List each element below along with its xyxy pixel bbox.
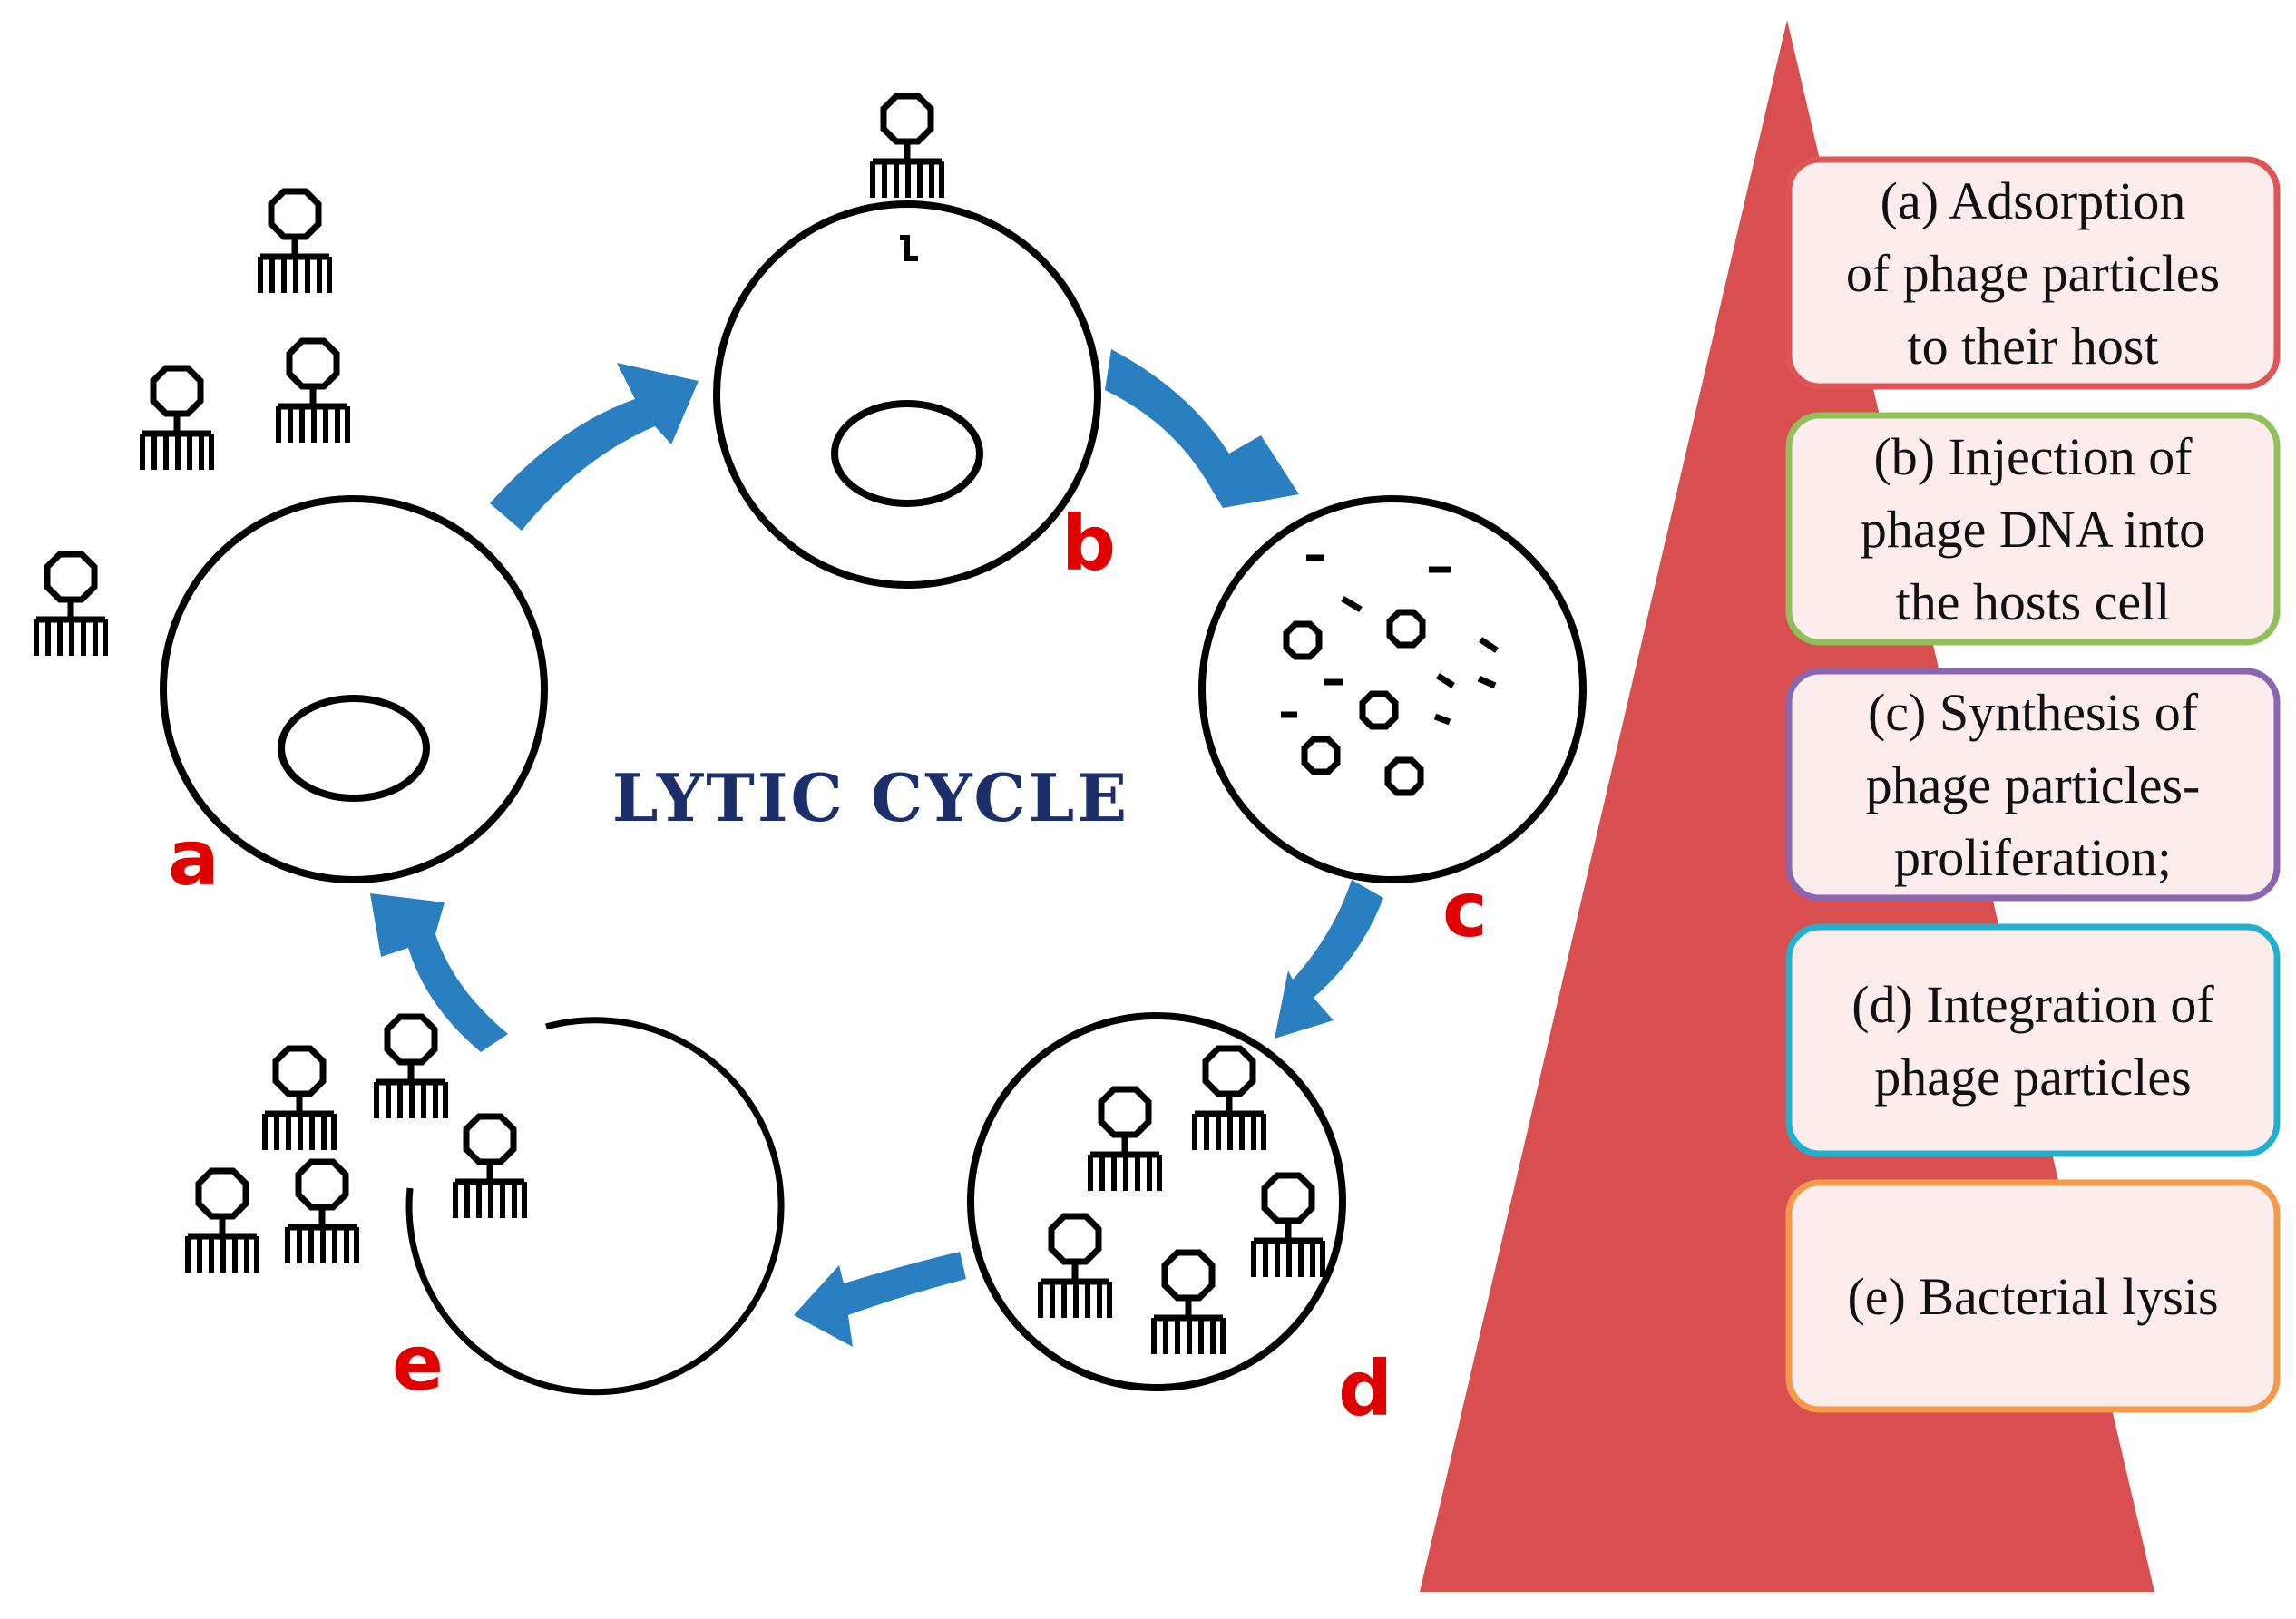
arrow-a-to-b-icon — [490, 363, 699, 531]
legend-box — [1785, 668, 2281, 902]
legend-text-line: phage particles — [1874, 1048, 2191, 1107]
bacteriophage-icon — [376, 1017, 445, 1118]
bacteriophage-icon — [265, 1048, 334, 1150]
legend-item-a: (a) Adsorption of phage particles to their… — [1785, 156, 2281, 390]
stage-label-a: a — [168, 814, 220, 902]
bacteriophage-icon — [142, 368, 211, 470]
bacterial-cell-icon — [967, 1012, 1346, 1391]
legend-text-line: of phage particles — [1846, 244, 2220, 303]
stage-label-b: b — [1061, 499, 1116, 588]
legend-text-line: proliferation; — [1894, 828, 2172, 887]
legend-text-line: the hosts cell — [1896, 572, 2171, 631]
bacteriophage-icon — [873, 96, 942, 198]
legend-item-d: (d) Integration of phage particles — [1785, 923, 2281, 1157]
legend-text-line: phage DNA into — [1861, 500, 2205, 559]
bacterial-cell-icon — [1198, 495, 1587, 883]
phage-parts-icon — [1281, 554, 1499, 796]
bacteriophage-icon — [36, 554, 105, 656]
phage-dna-icon — [900, 235, 918, 261]
lysed-cell-icon — [405, 1017, 785, 1396]
arrow-e-to-a-icon — [370, 893, 508, 1052]
bacterial-cell-icon — [713, 200, 1101, 589]
legend-box — [1785, 412, 2281, 646]
stage-e: e — [188, 1017, 785, 1408]
bacteriophage-icon — [455, 1117, 524, 1218]
legend-item-c: (c) Synthesis of phage particles-prolifer… — [1785, 668, 2281, 902]
stage-a: a — [36, 191, 548, 902]
cycle-title: LYTIC CYCLE — [612, 759, 1129, 836]
bacteriophage-icon — [1254, 1175, 1323, 1277]
arrow-d-to-e-icon — [794, 1252, 966, 1347]
bacteriophage-icon — [1195, 1048, 1264, 1150]
bacteriophage-icon — [1154, 1253, 1223, 1354]
legend-item-e: (e) Bacterial lysis — [1785, 1179, 2281, 1413]
legend: (a) Adsorption of phage particles to their… — [1785, 156, 2281, 1413]
legend-box — [1785, 923, 2281, 1157]
cycle-arrows — [370, 349, 1383, 1347]
bacteriophage-icon — [278, 341, 347, 443]
stage-label-d: d — [1338, 1344, 1392, 1433]
arrow-b-to-c-icon — [1105, 349, 1299, 508]
stage-b: b — [713, 96, 1116, 589]
bacteriophage-icon — [188, 1171, 257, 1273]
stage-label-c: c — [1442, 865, 1488, 954]
nucleoid-icon — [831, 400, 983, 507]
legend-item-b: (b) Injection of phage DNA into the hosts … — [1785, 412, 2281, 646]
legend-text-line: phage particles- — [1866, 756, 2201, 814]
legend-text-line: (d) Integration of — [1851, 975, 2214, 1034]
legend-text-line: (c) Synthesis of — [1868, 683, 2199, 742]
legend-box — [1785, 156, 2281, 390]
stage-label-e: e — [392, 1319, 444, 1408]
bacteriophage-icon — [288, 1162, 357, 1263]
bacteriophage-icon — [1090, 1089, 1159, 1191]
legend-text-line: (e) Bacterial lysis — [1847, 1267, 2218, 1326]
bacterial-cell-icon — [160, 495, 548, 883]
legend-text-line: (a) Adsorption — [1881, 171, 2186, 230]
arrow-c-to-d-icon — [1275, 880, 1383, 1039]
stage-d: d — [967, 1012, 1392, 1433]
nucleoid-icon — [278, 695, 430, 802]
legend-text-line: to their host — [1907, 317, 2158, 375]
stage-c: c — [1198, 495, 1587, 954]
bacteriophage-icon — [1041, 1216, 1109, 1318]
legend-text-line: (b) Injection of — [1873, 427, 2193, 486]
legend-box — [1785, 1179, 2281, 1413]
bacteriophage-icon — [260, 191, 329, 293]
